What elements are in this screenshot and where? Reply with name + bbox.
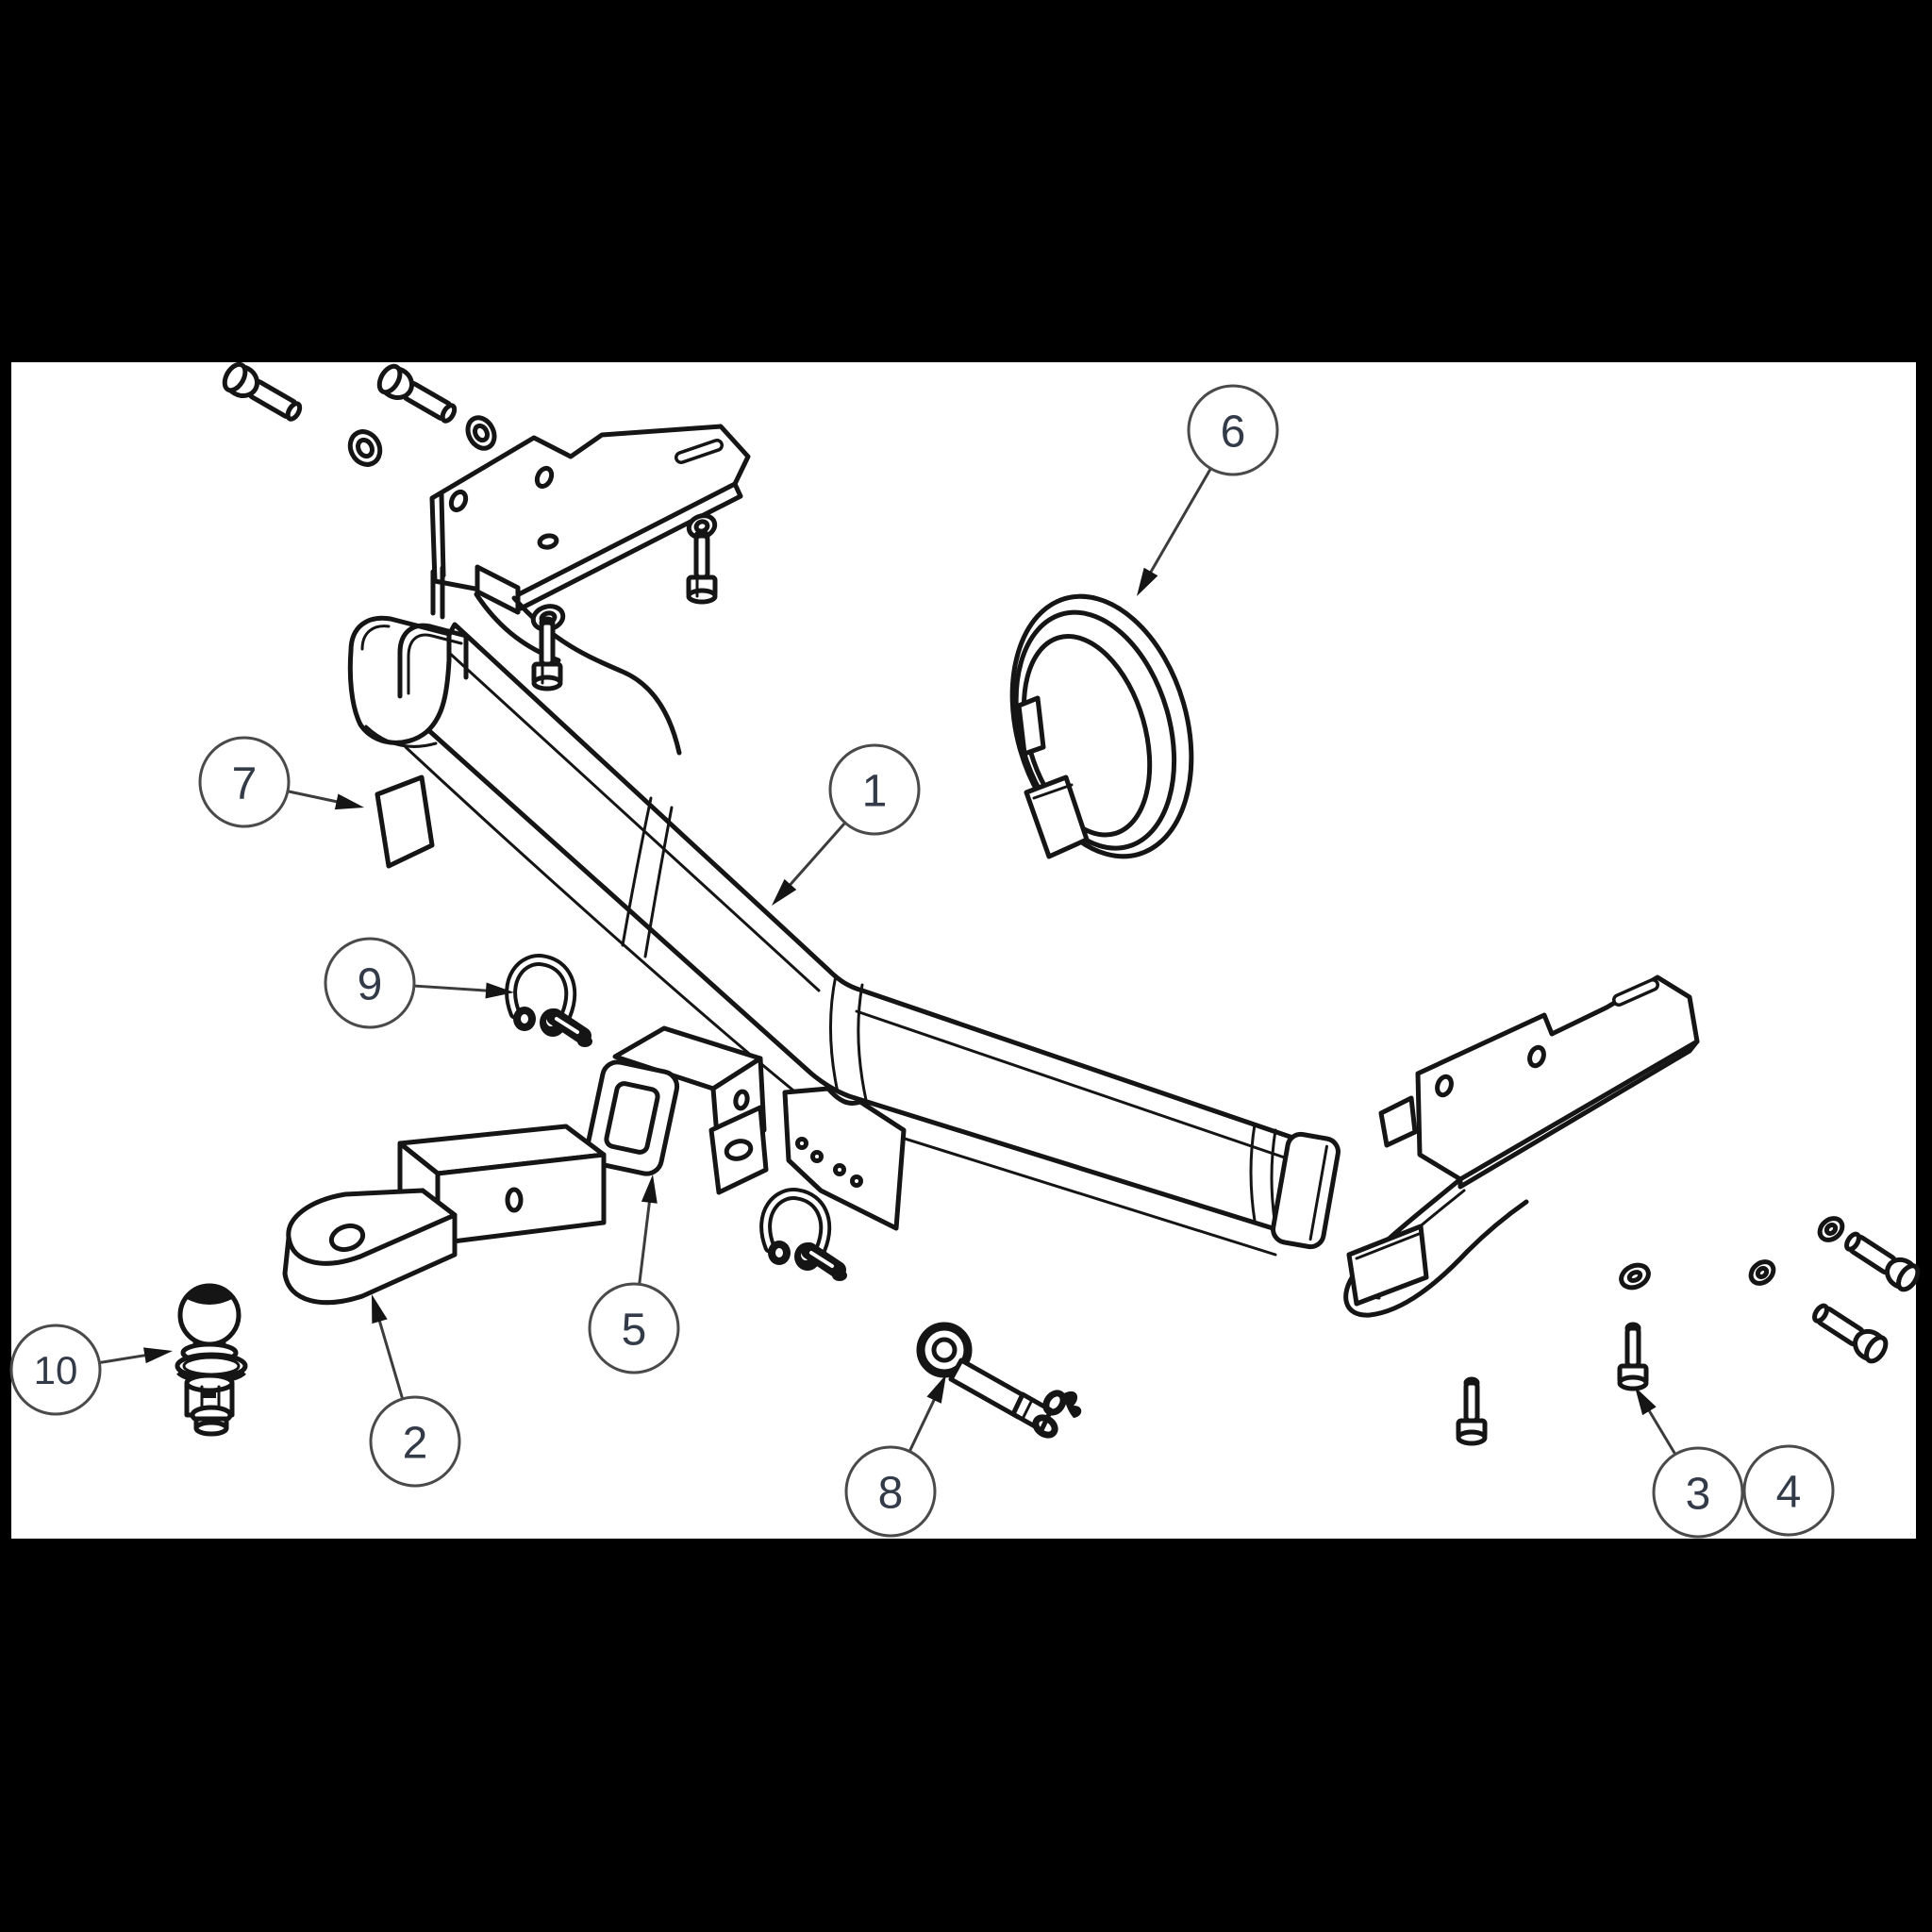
callout-5: 5	[588, 1174, 680, 1374]
right-side-plate	[1271, 974, 1700, 1318]
ball-mount	[282, 1124, 607, 1306]
washer-upper-2	[465, 415, 497, 451]
bolt-lower-right-angled-2	[1812, 1303, 1889, 1364]
callout-number: 6	[1221, 407, 1246, 457]
callout-7: 7	[198, 736, 364, 828]
callout-circle	[369, 1395, 461, 1488]
callout-circle	[1742, 1444, 1835, 1537]
callout-8: 8	[844, 1374, 946, 1538]
callout-number: 7	[232, 758, 258, 808]
washer-bracket-right	[686, 513, 718, 540]
callout-circle	[9, 1324, 102, 1416]
callout-number: 2	[403, 1418, 428, 1468]
bolt-lower-right-vertical-1	[1617, 1322, 1649, 1391]
washer-lower-right-1	[1619, 1262, 1651, 1291]
callout-9: 9	[324, 937, 514, 1029]
tow-ball	[175, 1283, 248, 1437]
callout-circle	[1187, 384, 1279, 476]
callout-circle	[844, 1445, 937, 1538]
receiver-tube	[584, 1025, 769, 1195]
bolt-bracket-right	[686, 529, 718, 605]
washer-lower-right-2	[1748, 1259, 1776, 1286]
callout-number: 8	[878, 1468, 904, 1518]
callout-leader-line	[413, 984, 492, 992]
callout-layer: 1 2 3 4 5 6 7 8 9 10	[9, 384, 1835, 1539]
bolt-bracket-center	[531, 616, 563, 691]
callout-arrowhead	[372, 1294, 388, 1324]
callout-arrowhead	[143, 1347, 173, 1364]
bolt-upper-left-2	[376, 363, 458, 424]
washer-upper-1	[347, 429, 383, 467]
crossbar-left-end	[347, 615, 469, 748]
callout-arrowhead	[334, 793, 364, 810]
callout-circle	[324, 937, 416, 1029]
callout-leader-line	[287, 790, 342, 805]
callout-leader-line	[638, 1196, 652, 1285]
callout-arrowhead	[1635, 1387, 1657, 1416]
callout-leader-line	[785, 822, 846, 891]
callout-number: 1	[862, 766, 888, 816]
washer-lower-right-3	[1817, 1216, 1845, 1242]
band-ring	[1009, 593, 1194, 859]
bolt-upper-left-1	[222, 361, 303, 422]
callout-leader-line	[1146, 467, 1212, 577]
callout-arrowhead	[641, 1174, 658, 1204]
callout-number: 5	[622, 1305, 647, 1355]
callout-number: 3	[1686, 1469, 1711, 1519]
bolt-lower-right-angled-1	[1844, 1231, 1921, 1292]
callout-arrowhead	[485, 982, 514, 999]
hitch-pin	[916, 1322, 1082, 1439]
callout-arrowhead	[772, 878, 797, 906]
callout-leader-line	[376, 1315, 405, 1400]
callout-number: 9	[358, 959, 383, 1009]
rubber-pad	[375, 774, 435, 869]
callout-6: 6	[1137, 384, 1279, 596]
callout-3: 3	[1635, 1387, 1744, 1539]
top-mounting-bracket	[429, 424, 751, 756]
callout-number: 10	[34, 1348, 78, 1392]
mounting-plate	[782, 1086, 907, 1231]
callout-leader-line	[908, 1394, 939, 1453]
callout-4: 4	[1742, 1444, 1835, 1537]
callout-arrowhead	[926, 1374, 946, 1404]
diagram-line-art	[175, 361, 1921, 1446]
callout-1: 1	[772, 743, 921, 906]
callout-10: 10	[9, 1324, 173, 1416]
callout-leader-line	[99, 1353, 151, 1364]
callout-circle	[828, 743, 921, 836]
callout-circle	[198, 736, 291, 828]
callout-circle	[588, 1282, 680, 1374]
callout-number: 4	[1776, 1467, 1802, 1517]
callout-arrowhead	[1137, 567, 1158, 596]
callout-circle	[1652, 1446, 1744, 1539]
callout-leader-line	[1645, 1405, 1677, 1456]
callout-2: 2	[369, 1294, 461, 1488]
bolt-lower-right-vertical-2	[1456, 1376, 1488, 1446]
